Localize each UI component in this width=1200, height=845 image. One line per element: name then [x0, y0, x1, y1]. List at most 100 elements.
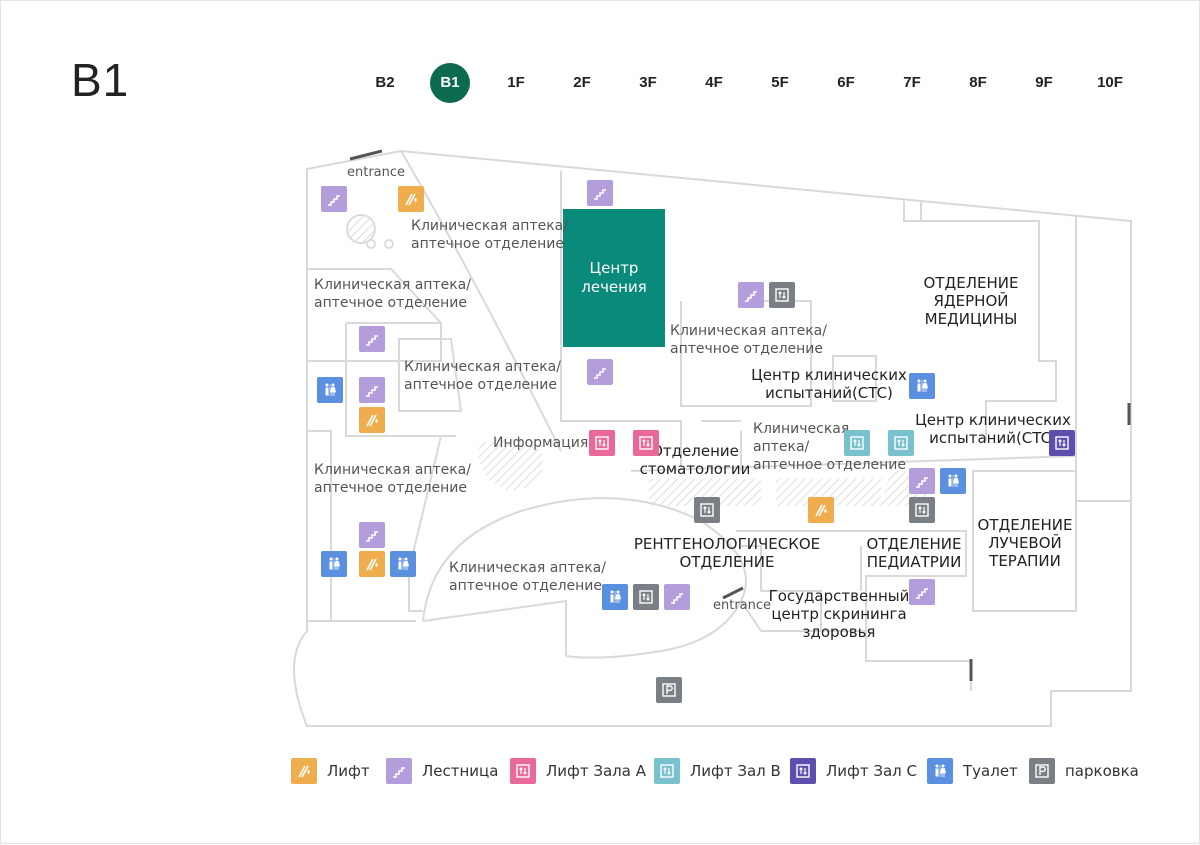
- toilet-icon-glyph: [610, 590, 621, 603]
- elevator-b-icon[interactable]: [888, 430, 914, 456]
- floor-button-2f[interactable]: 2F: [573, 74, 591, 91]
- stairs-icon[interactable]: [664, 584, 690, 610]
- elevator-b-icon-glyph: [850, 436, 864, 450]
- elevator-icon-glyph: [639, 590, 653, 604]
- toilet-icon[interactable]: [390, 551, 416, 577]
- elevator-icon-glyph: [775, 288, 789, 302]
- stairs-icon-glyph: [916, 477, 928, 488]
- toilet-icon: [927, 758, 953, 784]
- stairs-icon-glyph: [916, 588, 928, 599]
- toilet-icon-glyph: [935, 764, 946, 777]
- floor-button-6f[interactable]: 6F: [837, 74, 855, 91]
- elevator-icon-glyph: [815, 504, 827, 517]
- stairs-icon-glyph: [594, 189, 606, 200]
- legend-item-elevator: Лифт: [291, 758, 370, 784]
- elevator-a-icon-glyph: [639, 436, 653, 450]
- stairs-icon-glyph: [328, 195, 340, 206]
- elevator-b-icon-glyph: [894, 436, 908, 450]
- floor-button-b2[interactable]: B2: [375, 74, 395, 91]
- stairs-icon[interactable]: [587, 180, 613, 206]
- elevator-icon-glyph: [366, 558, 378, 571]
- parking-icon[interactable]: [656, 677, 682, 703]
- floor-button-7f[interactable]: 7F: [903, 74, 921, 91]
- information-label: Информация: [493, 435, 589, 451]
- floor-button-5f[interactable]: 5F: [771, 74, 789, 91]
- elevator-icon[interactable]: [808, 497, 834, 523]
- stairs-icon[interactable]: [321, 186, 347, 212]
- stairs-icon[interactable]: [359, 522, 385, 548]
- legend-item-elevator-b: Лифт Зал B: [654, 758, 781, 784]
- legend-item-elevator-a: Лифт Зала A: [510, 758, 646, 784]
- legend-item-elevator-c: Лифт Зал C: [790, 758, 917, 784]
- toilet-icon[interactable]: [909, 373, 935, 399]
- entrance-label-bottom: entrance: [713, 598, 772, 613]
- parking-icon-glyph: [1035, 764, 1049, 778]
- elevator-c-icon-glyph: [796, 764, 810, 778]
- floor-button-4f[interactable]: 4F: [705, 74, 723, 91]
- pharmacy-label: Клиническая аптека/аптечное отделение: [449, 560, 606, 594]
- elevator-a-icon[interactable]: [633, 430, 659, 456]
- elevator-a-icon: [510, 758, 536, 784]
- toilet-icon-glyph: [917, 379, 928, 392]
- stairs-icon[interactable]: [738, 282, 764, 308]
- elevator-c-icon: [790, 758, 816, 784]
- parking-icon-glyph: [662, 683, 676, 697]
- stairs-icon[interactable]: [909, 468, 935, 494]
- legend-item-stairs: Лестница: [386, 758, 498, 784]
- elevator-c-icon[interactable]: [1049, 430, 1075, 456]
- pharmacy-label: Клиническая аптека/аптечное отделение: [314, 462, 471, 496]
- stairs-icon-glyph: [594, 368, 606, 379]
- elevator-icon-glyph: [366, 414, 378, 427]
- elevator-icon[interactable]: [633, 584, 659, 610]
- floor-button-9f[interactable]: 9F: [1035, 74, 1053, 91]
- pharmacy-label: Клиническая аптека/аптечное отделение: [411, 218, 568, 252]
- stairs-icon: [386, 758, 412, 784]
- toilet-icon[interactable]: [602, 584, 628, 610]
- floor-button-b1[interactable]: B1: [430, 63, 470, 103]
- elevator-icon[interactable]: [359, 407, 385, 433]
- floor-button-1f[interactable]: 1F: [507, 74, 525, 91]
- stairs-icon[interactable]: [587, 359, 613, 385]
- stairs-icon[interactable]: [909, 579, 935, 605]
- toilet-icon-glyph: [948, 474, 959, 487]
- elevator-b-icon: [654, 758, 680, 784]
- entrance-label-top: entrance: [347, 165, 406, 180]
- elevator-a-icon-glyph: [595, 436, 609, 450]
- toilet-icon[interactable]: [940, 468, 966, 494]
- stairs-icon[interactable]: [359, 377, 385, 403]
- floor-button-3f[interactable]: 3F: [639, 74, 657, 91]
- toilet-icon[interactable]: [321, 551, 347, 577]
- floor-button-8f[interactable]: 8F: [969, 74, 987, 91]
- toilet-icon-glyph: [325, 383, 336, 396]
- elevator-icon[interactable]: [359, 551, 385, 577]
- floor-title: B1: [71, 54, 130, 106]
- legend-item-parking: парковка: [1029, 758, 1139, 784]
- elevator-icon-glyph: [915, 503, 929, 517]
- elevator-b-icon-glyph: [660, 764, 674, 778]
- toilet-icon[interactable]: [317, 377, 343, 403]
- elevator-icon[interactable]: [694, 497, 720, 523]
- elevator-a-icon[interactable]: [589, 430, 615, 456]
- elevator-icon: [291, 758, 317, 784]
- elevator-icon-glyph: [700, 503, 714, 517]
- treatment-center-label-2: лечения: [581, 278, 647, 296]
- stairs-icon[interactable]: [359, 326, 385, 352]
- elevator-icon[interactable]: [769, 282, 795, 308]
- elevator-icon[interactable]: [398, 186, 424, 212]
- stairs-icon-glyph: [366, 531, 378, 542]
- elevator-icon-glyph: [298, 765, 310, 778]
- floor-button-10f[interactable]: 10F: [1097, 74, 1123, 91]
- elevator-icon[interactable]: [909, 497, 935, 523]
- elevator-b-icon[interactable]: [844, 430, 870, 456]
